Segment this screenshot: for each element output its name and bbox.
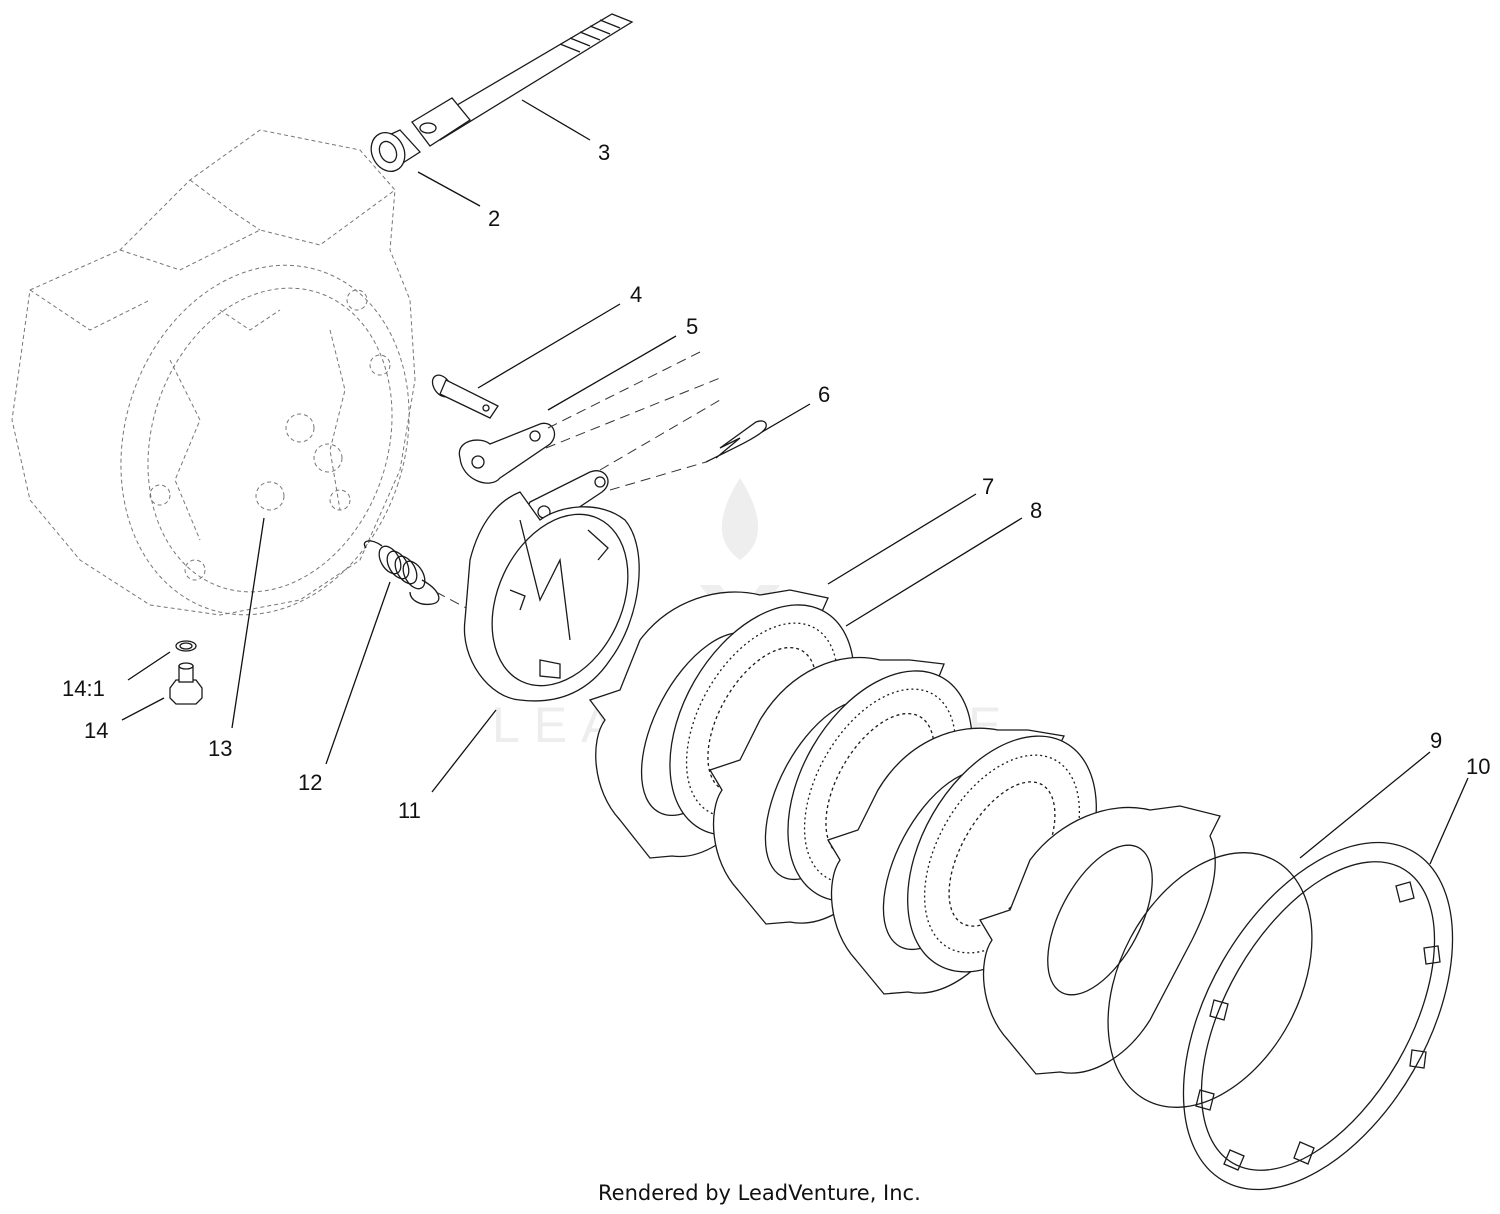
callout-14-1: 14:1 [62, 676, 105, 701]
rendered-by-footer: Rendered by LeadVenture, Inc. [598, 1181, 921, 1205]
callout-13: 13 [208, 736, 232, 761]
washer-part [175, 640, 197, 652]
callout-labels: 3 2 4 5 6 7 8 9 10 11 12 13 14:1 14 [62, 140, 1490, 823]
hairpin-clip-part [609, 420, 767, 491]
callout-14: 14 [84, 718, 108, 743]
link-plate-part [458, 351, 721, 531]
callout-9: 9 [1430, 728, 1442, 753]
cover-gasket-part [1182, 841, 1454, 1191]
callout-4: 4 [630, 282, 642, 307]
callout-11: 11 [398, 798, 421, 823]
callout-12: 12 [298, 770, 322, 795]
spring-part [363, 540, 471, 611]
shaft-part [411, 13, 634, 147]
pressure-plate-part [979, 805, 1221, 1075]
actuator-plate-part [463, 491, 640, 702]
o-ring-part [1107, 852, 1313, 1108]
bushing-part [370, 129, 422, 172]
callout-5: 5 [686, 314, 698, 339]
callout-3: 3 [598, 140, 610, 165]
callout-2: 2 [488, 206, 500, 231]
fitting-part [169, 662, 203, 705]
housing-assembly [11, 129, 416, 616]
callout-10: 10 [1466, 754, 1490, 779]
leader-lines [121, 99, 1469, 865]
clevis-pin-part [431, 374, 499, 419]
callout-8: 8 [1030, 498, 1042, 523]
callout-6: 6 [818, 382, 830, 407]
callout-7: 7 [982, 474, 994, 499]
